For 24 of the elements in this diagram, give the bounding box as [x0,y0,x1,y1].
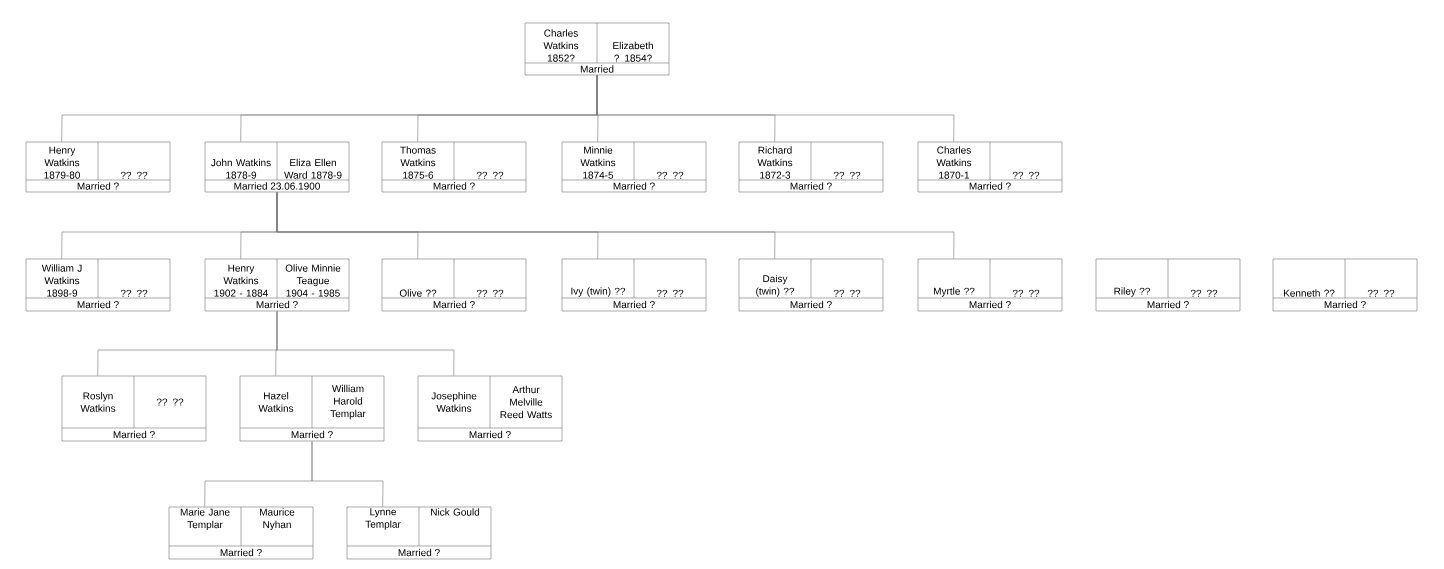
family-box: Minnie Watkins 1874-5 ?? ?? Married ? [561,141,707,193]
family-box: Josephine Watkins Arthur Melville Reed Watts Married ? [417,375,563,442]
connector-line [276,311,455,376]
family-box: Riley ?? ?? ?? Married ? [1095,258,1241,312]
family-box: Hazel Watkins William Harold Templar Married ? [239,375,385,442]
family-box: Richard Watkins 1872-3 ?? ?? Married ? [738,141,884,193]
family-box: Lynne Templar Nick Gould Married ? [346,506,492,560]
family-box: Kenneth ?? ?? ?? Married ? [1272,258,1418,312]
family-box: Myrtle ?? ?? ?? Married ? [917,258,1063,312]
family-box: Henry Watkins 1879-80 ?? ?? Married ? [25,141,171,193]
family-box: Olive ?? ?? ?? Married ? [381,258,527,312]
connector-line [311,441,384,507]
family-box: Ivy (twin) ?? ?? ?? Married ? [561,258,707,312]
family-box: Charles Watkins 1852? Elizabeth ? 1854? Married [524,22,670,76]
family-box: Roslyn Watkins ?? ?? Married ? [61,375,207,442]
family-box: Thomas Watkins 1875-6 ?? ?? Married ? [381,141,527,193]
connector-line [276,192,955,259]
family-box: Marie Jane Templar Maurice Nyhan Married ? [168,506,314,560]
family-box: Charles Watkins 1870-1 ?? ?? Married ? [917,141,1063,193]
family-box: William J Watkins 1898-9 ?? ?? Married ? [25,258,171,312]
family-box: Henry Watkins 1902 - 1884 Olive Minnie Teague 1904 - 1985 Married ? [204,258,350,312]
family-box: John Watkins 1878-9 Eliza Ellen Ward 1878-9 Married 23.06.1900 [204,141,350,193]
family-box: Daisy (twin) ?? ?? ?? Married ? [738,258,884,312]
connector-line [596,75,955,142]
